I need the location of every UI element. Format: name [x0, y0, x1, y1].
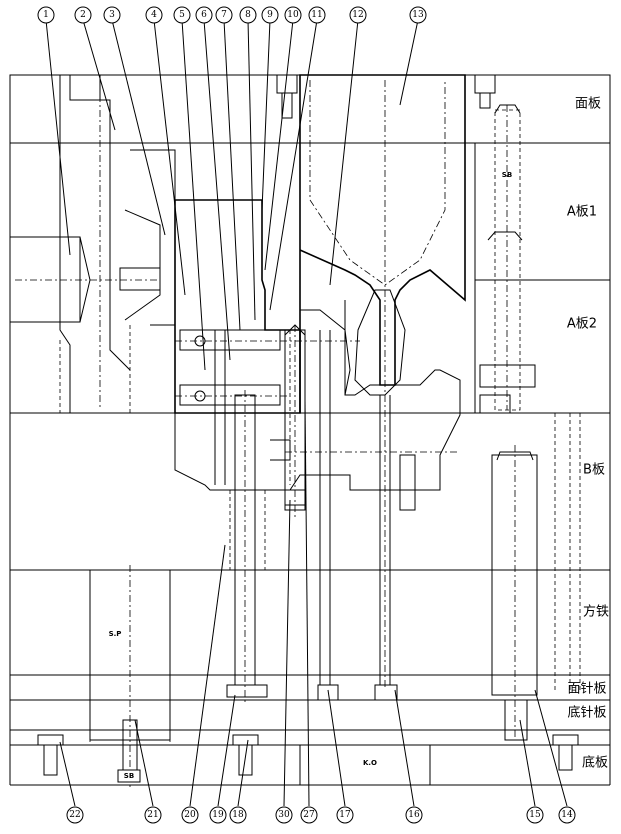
plate-label-a1: A板1 [567, 205, 597, 220]
guide-pin-right [479, 104, 536, 414]
bottom-screws [37, 734, 579, 776]
svg-text:18: 18 [232, 810, 244, 820]
svg-text:19: 19 [212, 810, 224, 820]
callout-15: 15 [526, 806, 544, 824]
svg-text:20: 20 [184, 810, 196, 820]
callout-13: 13 [409, 6, 427, 24]
callout-5: 5 [173, 6, 191, 24]
callout-10: 10 [284, 6, 302, 24]
sb-label-bottom: SB [124, 772, 134, 780]
callout-17: 17 [336, 806, 354, 824]
plate-label-ejector: 底针板 [567, 705, 606, 721]
callout-20: 20 [181, 806, 199, 824]
callout-30: 30 [275, 806, 293, 824]
callout-7: 7 [215, 6, 233, 24]
callout-12: 12 [349, 6, 367, 24]
svg-text:7: 7 [221, 10, 227, 20]
svg-text:11: 11 [311, 10, 322, 20]
svg-text:16: 16 [408, 810, 420, 820]
svg-text:27: 27 [303, 810, 315, 820]
svg-text:14: 14 [561, 810, 573, 820]
svg-text:21: 21 [147, 810, 158, 820]
callout-19: 19 [209, 806, 227, 824]
callout-8: 8 [239, 6, 257, 24]
callout-4: 4 [145, 6, 163, 24]
callout-21: 21 [144, 806, 162, 824]
callout-11: 11 [308, 6, 326, 24]
svg-text:10: 10 [287, 10, 299, 20]
svg-text:1: 1 [43, 10, 49, 20]
plate-label-face: 面板 [575, 97, 601, 112]
callout-6: 6 [195, 6, 213, 24]
callout-16: 16 [405, 806, 423, 824]
sp-label: S.P [109, 630, 122, 638]
plate-label-retainer: 面针板 [567, 682, 606, 697]
svg-text:2: 2 [80, 10, 86, 20]
support-pillar [89, 565, 171, 790]
svg-text:30: 30 [278, 810, 290, 820]
ko-label: K.O [363, 759, 377, 767]
springs [229, 413, 581, 741]
ejector-pins [226, 324, 398, 705]
callout-14: 14 [558, 806, 576, 824]
callout-22: 22 [66, 806, 84, 824]
callout-1: 1 [37, 6, 55, 24]
callouts-bottom: 22 21 20 19 18 30 27 17 16 15 14 [66, 806, 576, 824]
inline-labels: S.P SB SB K.O [109, 171, 513, 780]
svg-text:15: 15 [529, 810, 541, 820]
callout-leaders [45, 19, 568, 807]
callout-3: 3 [103, 6, 121, 24]
callout-27: 27 [300, 806, 318, 824]
callout-18: 18 [229, 806, 247, 824]
plate-label-spacer: 方铁 [583, 604, 609, 620]
svg-text:17: 17 [339, 810, 351, 820]
svg-text:8: 8 [245, 10, 251, 20]
plate-label-a2: A板2 [567, 317, 597, 332]
top-screws [276, 74, 496, 119]
callouts-top: 1 2 3 4 5 6 7 8 9 10 11 12 13 [37, 6, 427, 24]
svg-text:5: 5 [179, 10, 185, 20]
sprue-runner [299, 74, 466, 690]
callout-9: 9 [261, 6, 279, 24]
svg-text:13: 13 [412, 10, 424, 20]
callout-2: 2 [74, 6, 92, 24]
svg-text:6: 6 [201, 10, 207, 20]
sb-label-right: SB [502, 171, 512, 179]
svg-text:12: 12 [352, 10, 363, 20]
svg-text:3: 3 [109, 10, 115, 20]
core-insert [174, 199, 461, 511]
plate-labels: 面板 A板1 A板2 B板 方铁 面针板 底针板 底板 [567, 97, 609, 771]
svg-text:9: 9 [267, 10, 273, 20]
svg-text:22: 22 [69, 810, 80, 820]
plate-label-bottom: 底板 [582, 755, 608, 771]
plate-outlines [9, 74, 611, 786]
slide-wedge-assembly [9, 75, 176, 413]
plate-label-b: B板 [583, 463, 605, 478]
svg-text:4: 4 [151, 10, 157, 20]
